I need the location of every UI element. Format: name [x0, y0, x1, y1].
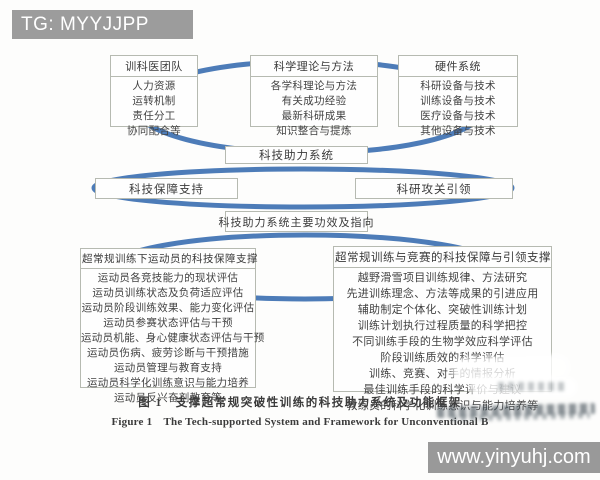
list-item: 协同配合等: [127, 126, 181, 137]
training-lead-title: 超常规训练与竞赛的科技保障与引领支撑: [334, 247, 551, 268]
list-item: 运动员阶段训练效果、能力变化评估: [81, 303, 255, 314]
telegram-watermark: TG: MYYJJPP: [12, 10, 193, 39]
list-item: 科研设备与技术: [420, 81, 496, 92]
list-item: 运动员管理与教育支持: [114, 363, 222, 374]
list-item: 运动员训练状态及负荷适应评估: [92, 288, 244, 299]
list-item: 训练计划执行过程质量的科学把控: [357, 320, 528, 332]
list-item: 辅助制定个体化、突破性训练计划: [357, 304, 528, 316]
list-item: 训练设备与技术: [420, 96, 496, 107]
list-item: 先进训练理念、方法等成果的引进应用: [346, 288, 539, 300]
hardware-box-items: 科研设备与技术 训练设备与技术 医疗设备与技术 其他设备与技术: [399, 77, 517, 139]
list-item: 不同训练手段的生物学效应科学评估: [352, 336, 533, 348]
list-item: 其他设备与技术: [420, 126, 496, 137]
list-item: 运动员参赛状态评估与干预: [103, 318, 233, 329]
figure-caption-en: Figure 1 The Tech-supported System and F…: [111, 416, 489, 428]
athlete-support-box: 超常规训练下运动员的科技保障支撑 运动员各竞技能力的现状评估 运动员训练状态及负…: [80, 248, 264, 404]
list-item: 运转机制: [132, 96, 176, 107]
theory-box: 科学理论与方法 各学科理论与方法 有关成功经验 最新科研成果 知识整合与提炼: [250, 55, 378, 137]
team-box-title: 训科医团队: [111, 56, 197, 77]
theory-box-items: 各学科理论与方法 有关成功经验 最新科研成果 知识整合与提炼: [251, 77, 377, 139]
list-item: 最新科研成果: [281, 111, 347, 122]
team-box: 训科医团队 人力资源 运转机制 责任分工 协同配合等: [110, 55, 198, 137]
tech-support-box: 科技保障支持: [95, 178, 238, 199]
figure-caption-zh: 图 1 支撑超常规突破性训练的科技助力系统及功能框架: [138, 397, 462, 409]
theory-box-title: 科学理论与方法: [251, 56, 377, 77]
list-item: 运动员伤病、疲劳诊断与干预措施: [87, 348, 249, 359]
list-item: 人力资源: [132, 81, 176, 92]
list-item: 运动员各竞技能力的现状评估: [97, 273, 239, 284]
tech-assist-system-box: 科技助力系统: [225, 146, 368, 164]
hardware-box-title: 硬件系统: [399, 56, 517, 77]
athlete-support-items: 运动员各竞技能力的现状评估 运动员训练状态及负荷适应评估 运动员阶段训练效果、能…: [81, 269, 265, 406]
list-item: 医疗设备与技术: [420, 111, 496, 122]
blur-blob-overlay: [470, 376, 578, 398]
list-item: 责任分工: [132, 111, 176, 122]
list-item: 有关成功经验: [281, 96, 347, 107]
list-item: 各学科理论与方法: [270, 81, 358, 92]
system-function-box: 科技助力系统主要功效及指向: [219, 211, 374, 232]
list-item: 运动员科学化训练意识与能力培养: [87, 378, 249, 389]
blurred-watermark-smudge: [498, 382, 568, 391]
list-item: 知识整合与提炼: [276, 126, 352, 137]
athlete-support-title: 超常规训练下运动员的科技保障支撑: [81, 249, 258, 269]
list-item: 越野滑雪项目训练规律、方法研究: [357, 272, 528, 284]
list-item: 运动员反兴奋剂教育等: [114, 393, 222, 404]
team-box-items: 人力资源 运转机制 责任分工 协同配合等: [111, 77, 197, 139]
research-lead-box: 科研攻关引领: [355, 178, 513, 199]
website-watermark: www.yinyuhj.com: [428, 442, 600, 473]
list-item: 运动员机能、身心健康状态评估与干预: [81, 333, 265, 344]
hardware-box: 硬件系统 科研设备与技术 训练设备与技术 医疗设备与技术 其他设备与技术: [398, 55, 518, 137]
